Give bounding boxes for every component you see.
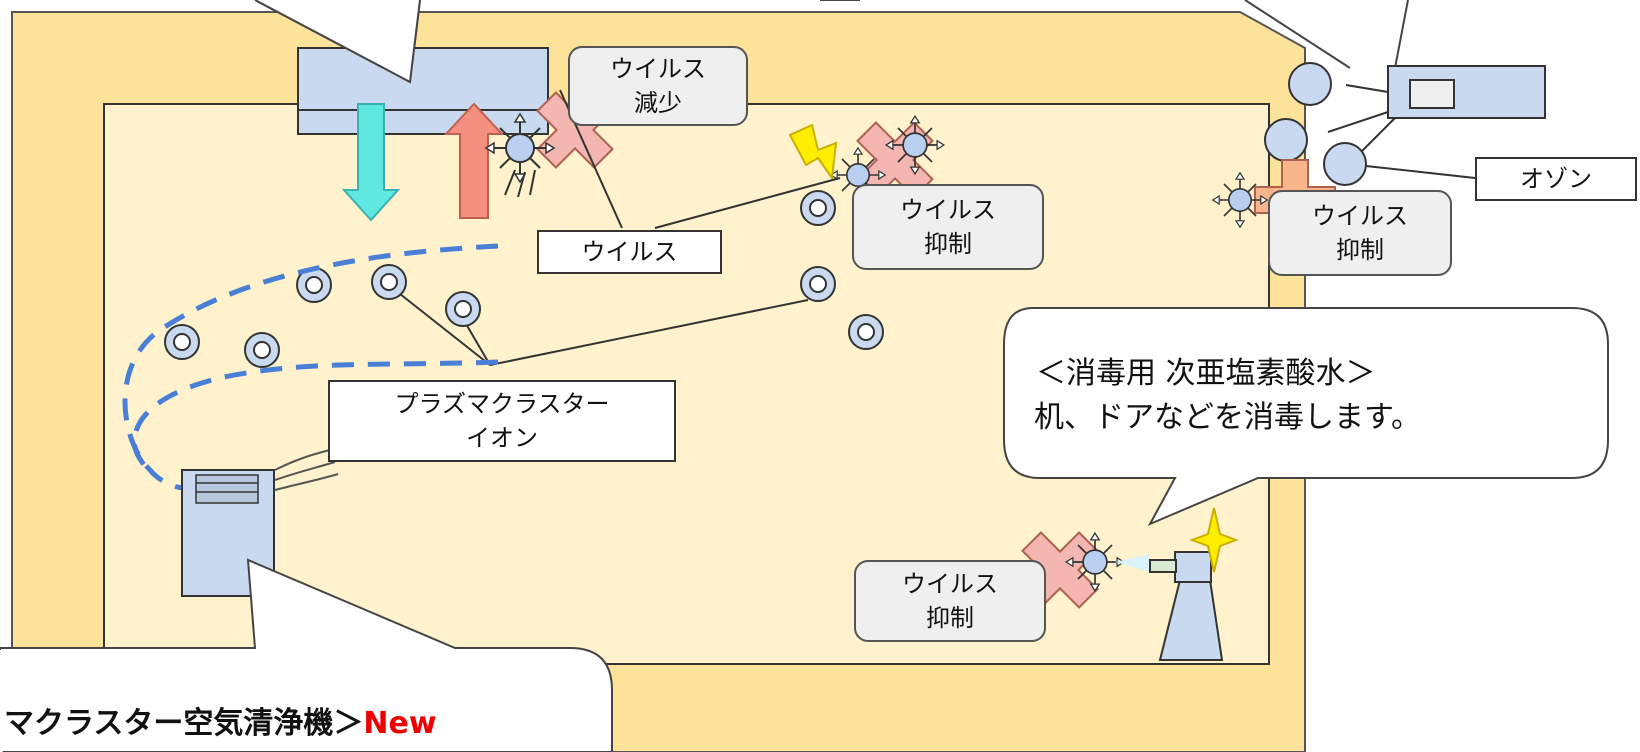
virus-suppress-ozone-label: ウイルス 抑制 [1268, 190, 1452, 276]
disinfect-callout [1003, 307, 1609, 527]
ion-ring-icon [800, 266, 836, 302]
warm-airflow-arrow [443, 102, 505, 219]
ozone-label: オゾン [1475, 157, 1637, 201]
virus-suppress-spray-label: ウイルス 抑制 [854, 560, 1046, 642]
ozone-bubble-icon [1288, 62, 1332, 106]
ozone-bubble-icon [1264, 118, 1308, 162]
virus-suppress-uv-label: ウイルス 抑制 [852, 184, 1044, 270]
ion-ring-icon [848, 314, 884, 350]
ion-ring-icon [800, 190, 836, 226]
ceiling-unit [297, 47, 549, 135]
disinfect-title: ＜消毒用 次亜塩素酸水＞ [1036, 356, 1376, 391]
ion-ring-icon [244, 332, 280, 368]
virus-label: ウイルス [537, 230, 722, 274]
ion-ring-icon [371, 264, 407, 300]
new-badge: New [363, 706, 437, 741]
lightning-icon [788, 123, 838, 181]
purifier-title: マクラスター空気清浄機＞New [4, 702, 437, 746]
ion-flow-path [122, 243, 499, 491]
purifier-title-text: マクラスター空気清浄機＞ [4, 706, 364, 741]
ion-ring-icon [445, 291, 481, 327]
sparkle-icon [1189, 507, 1239, 573]
purifier-callout [0, 558, 613, 752]
cool-airflow-arrow [341, 103, 401, 222]
virus-decrease-label: ウイルス 減少 [568, 46, 748, 126]
ion-ring-icon [164, 324, 200, 360]
ion-flow-path [131, 359, 499, 472]
plasmacluster-ion-label: プラズマクラスター イオン [328, 380, 676, 462]
disinfect-body: 机、ドアなどを消毒します。 [1034, 400, 1421, 435]
ozone-bubble-icon [1323, 142, 1367, 186]
